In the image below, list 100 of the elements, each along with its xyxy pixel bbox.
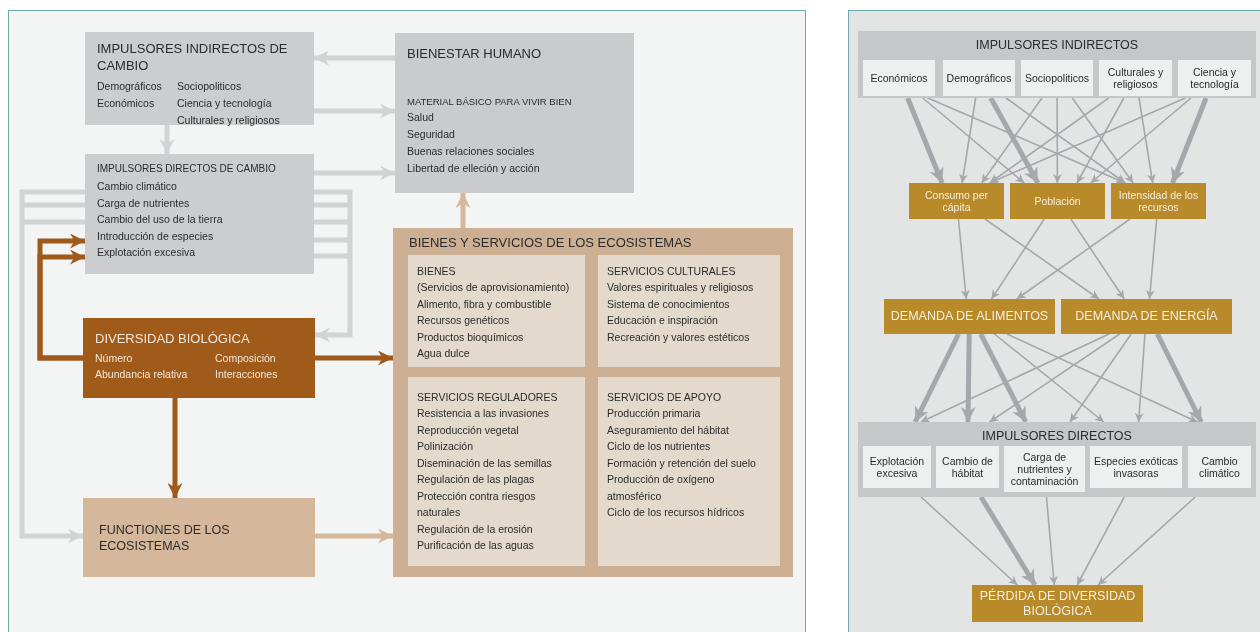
list-item: Número: [95, 351, 134, 366]
arrow: [159, 125, 175, 154]
list-item: Culturales y religiosos: [177, 113, 281, 128]
node-label: DEMANDA DE ALIMENTOS: [889, 309, 1050, 324]
category-box: [936, 446, 999, 488]
list-item: Buenas relaciones sociales: [407, 144, 536, 159]
list-item: Regulación de la erosión: [417, 521, 534, 537]
list-item: Económicos: [97, 96, 156, 111]
node-title: DIVERSIDAD BIOLÓGICA: [95, 330, 251, 348]
arrow: [1089, 97, 1192, 184]
node-label: Población: [1033, 195, 1082, 207]
group-band: [858, 31, 1256, 98]
arrow: [1015, 218, 1131, 300]
arrow: [1071, 97, 1134, 184]
process-box: [884, 299, 1055, 334]
arrow: [455, 193, 471, 228]
list-item: Sistema de conocimientos: [607, 296, 731, 312]
process-box: [1111, 183, 1206, 219]
arrow: [922, 97, 1026, 184]
node-label: Especies exóticas invasoras: [1092, 455, 1179, 479]
list-item: Ciencia y tecnología: [177, 96, 273, 111]
node-subtitle: MATERIAL BÁSICO PARA VIVIR BIEN: [407, 95, 573, 109]
node-label: Carga de nutrientes y contaminación: [1009, 451, 1080, 487]
list-item: Regulación de las plagas: [417, 472, 536, 487]
list-item: Introducción de especies: [97, 228, 215, 244]
list-item: Productos bioquímicos: [417, 329, 525, 345]
arrow: [978, 332, 1028, 424]
arrow: [1138, 97, 1156, 184]
list-item: (Servicios de aprovisionamiento): [417, 280, 571, 295]
list-item: Producción de oxígeno atmosférico: [607, 472, 716, 504]
list-item: Aseguramiento del hábitat: [607, 422, 730, 438]
list-item: Producción primaria: [607, 406, 702, 421]
arrow: [1006, 333, 1199, 423]
node-title: SERVICIOS REGULADORES: [417, 390, 559, 405]
arrow: [990, 218, 1046, 300]
arrow: [993, 333, 1105, 423]
category-box: [1178, 60, 1251, 96]
list-item: Carga de nutrientes: [97, 195, 191, 211]
list-item: Reproducción vegetal: [417, 422, 520, 438]
process-box: [972, 585, 1143, 622]
node-label: Sociopoliticos: [1023, 72, 1091, 84]
category-box: [598, 377, 780, 566]
list-item: Recreación y valores estéticos: [607, 329, 751, 345]
list-item: Abundancia relativa: [95, 367, 189, 382]
node-label: Intensidad de los recursos: [1117, 189, 1200, 213]
arrow: [1134, 333, 1146, 423]
category-box: [408, 377, 585, 566]
node-title: IMPULSORES INDIRECTOS: [974, 37, 1140, 53]
arrow: [1070, 218, 1126, 300]
arrow: [960, 333, 976, 423]
arrow: [314, 50, 395, 66]
arrow: [957, 218, 970, 300]
list-item: Formación y retención del suelo: [607, 455, 757, 471]
list-item: Protección contra riesgos naturales: [417, 488, 537, 520]
process-box: [83, 318, 315, 398]
group-band: [858, 422, 1256, 497]
list-item: Resistencia a las invasiones: [417, 406, 550, 421]
list-item: Ciclo de los nutrientes: [607, 439, 712, 454]
category-box: [943, 60, 1015, 96]
arrow: [314, 165, 395, 181]
arrow: [314, 103, 395, 119]
arrow: [315, 528, 393, 544]
arrow: [1076, 97, 1125, 184]
category-box: [863, 446, 931, 488]
list-item: Valores espirituales y religiosos: [607, 280, 755, 295]
group-box: [393, 228, 793, 577]
list-item: Purificación de las aguas: [417, 538, 535, 553]
arrow: [1005, 97, 1127, 184]
arrow: [988, 333, 1121, 423]
category-box: [598, 255, 780, 367]
node-title: IMPULSORES INDIRECTOS DE CAMBIO: [97, 40, 289, 74]
arrow: [1045, 496, 1058, 586]
node-title: FUNCTIONES DE LOS ECOSISTEMAS: [99, 521, 231, 554]
process-box: [85, 32, 314, 125]
arrow: [920, 496, 1019, 586]
node-label: Culturales y religiosos: [1106, 66, 1165, 90]
process-box: [83, 498, 315, 577]
node-title: SERVICIOS CULTURALES: [607, 264, 737, 279]
arrow: [959, 97, 977, 184]
list-item: Educación e inspiración: [607, 313, 719, 328]
node-label: DEMANDA DE ENERGÍA: [1074, 309, 1219, 324]
arrow: [980, 97, 1043, 184]
list-item: Recursos genéticos: [417, 313, 511, 328]
node-label: PÉRDIDA DE DIVERSIDAD BIOLÓGICA: [978, 588, 1137, 619]
list-item: Salud: [407, 110, 435, 125]
arrow: [984, 218, 1100, 300]
list-item: Seguridad: [407, 127, 456, 142]
node-label: Demográficos: [945, 72, 1013, 84]
arrow: [1170, 97, 1209, 184]
list-item: Agua dulce: [417, 346, 471, 361]
list-item: Polinización: [417, 439, 475, 454]
node-label: Cambio climático: [1198, 455, 1241, 479]
arrow: [315, 350, 393, 366]
list-item: Ciclo de los recursos hídricos: [607, 505, 746, 520]
category-box: [1188, 446, 1251, 488]
arrow: [1145, 218, 1158, 300]
process-box: [85, 154, 314, 274]
category-box: [1099, 60, 1172, 96]
arrow: [1097, 496, 1196, 586]
arrow: [1052, 97, 1062, 184]
